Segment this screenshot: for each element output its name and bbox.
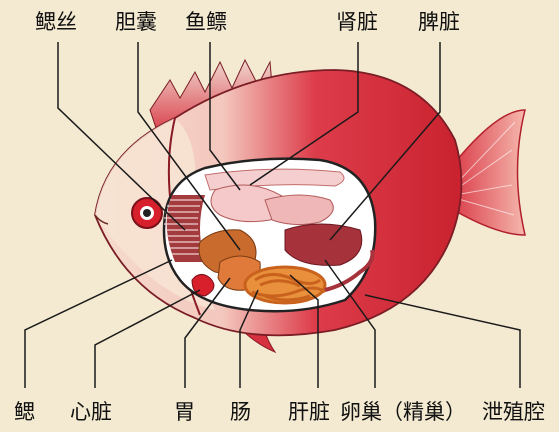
label-gill-filaments: 鳃丝 (35, 12, 77, 33)
label-kidney: 肾脏 (336, 12, 378, 33)
label-cloaca: 泄殖腔 (482, 402, 545, 423)
label-heart: 心脏 (70, 402, 112, 423)
intestine (245, 267, 325, 303)
label-stomach: 胃 (174, 402, 195, 423)
label-gonad: 卵巢（精巢） (340, 402, 466, 423)
label-spleen: 脾脏 (418, 12, 460, 33)
label-gallbladder: 胆囊 (115, 12, 157, 33)
gonad (285, 224, 362, 265)
label-gills: 鳃 (14, 402, 35, 423)
label-swim-bladder: 鱼鳔 (185, 12, 227, 33)
label-intestine: 肠 (230, 402, 251, 423)
label-liver: 肝脏 (288, 402, 330, 423)
